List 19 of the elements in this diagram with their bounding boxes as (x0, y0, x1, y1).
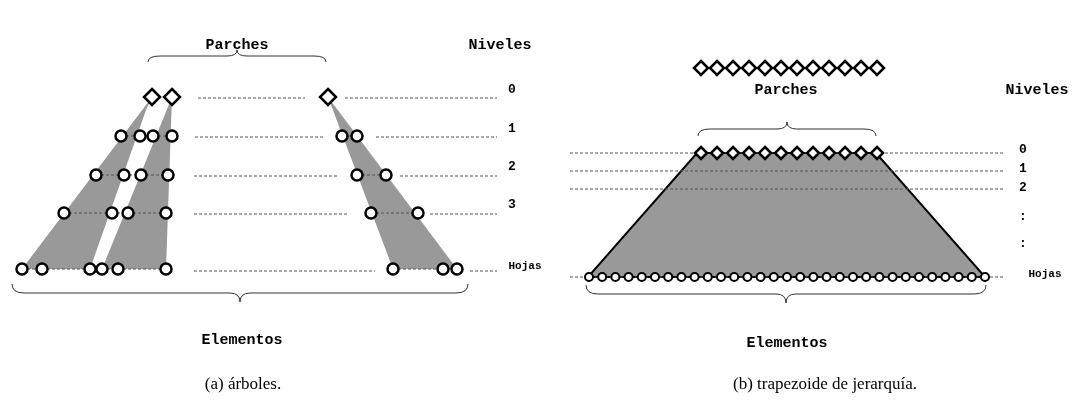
level-number: 1 (1019, 161, 1027, 175)
level-number: 3 (508, 197, 516, 211)
level-label: Hojas (508, 260, 542, 272)
level-number: 0 (1019, 142, 1027, 156)
heading-label: Elementos (201, 332, 283, 348)
heading-label: Niveles (468, 37, 532, 53)
level-number: 2 (1019, 180, 1027, 194)
level-number: 1 (508, 121, 516, 135)
level-number: 0 (508, 82, 516, 96)
heading-label: Elementos (746, 335, 828, 351)
level-number: 2 (508, 159, 516, 173)
heading-label: Parches (754, 82, 818, 98)
heading-label: Parches (205, 37, 269, 53)
level-ellipsis: : (1019, 209, 1027, 223)
heading-label: Niveles (1005, 82, 1069, 98)
level-label: Hojas (1028, 268, 1062, 280)
level-ellipsis: : (1019, 236, 1027, 250)
caption: (a) árboles. (204, 374, 282, 392)
caption: (b) trapezoide de jerarquía. (732, 374, 918, 392)
